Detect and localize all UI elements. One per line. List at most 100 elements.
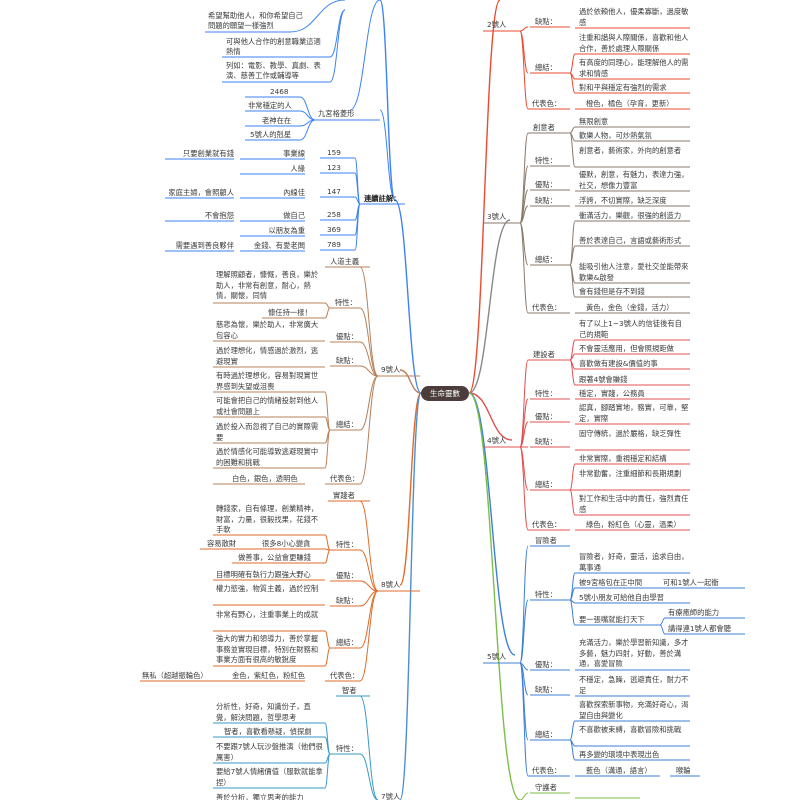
branch-node[interactable]: 做善事，公益會更賺錢 <box>238 553 311 562</box>
nine-label[interactable]: 9號人 <box>381 365 401 374</box>
branch-node[interactable]: 慈悲為懷，樂於助人，非常廣大包容心 <box>216 320 319 340</box>
branch-node[interactable]: 特性： <box>535 590 557 599</box>
branch-node[interactable]: 有時過於理想化，容易對現實世界感到失望或沮喪 <box>216 371 319 391</box>
branch-node[interactable]: 總結： <box>535 63 557 72</box>
branch-node[interactable]: 非常實際，重視穩定和結構 <box>579 454 667 463</box>
branch-node[interactable]: 優點： <box>535 660 557 669</box>
branch-node[interactable]: 熱情 <box>226 47 241 56</box>
branch-node[interactable]: 衝滿活力，樂觀，很強的創造力 <box>579 211 682 220</box>
branch-node[interactable]: 非常勤奮，注重細節和長期規劃 <box>579 469 682 478</box>
branch-node[interactable]: 不穩定，急躁，逃避責任，耐力不足 <box>579 675 689 695</box>
branch-node[interactable]: 智者 <box>342 686 357 695</box>
branch-node[interactable]: 有了以上1~3號人的信徒後有自己的規範 <box>579 319 682 339</box>
lianxu-note[interactable]: 需要遇到善良夥伴 <box>175 241 234 250</box>
lianxu-note[interactable]: 不會抱怨 <box>204 211 234 220</box>
lianxu-text[interactable]: 事業線 <box>283 149 305 158</box>
branch-node[interactable]: 創意者，藝術家，外向的創意者 <box>579 146 682 155</box>
branch-node[interactable]: 冒險者，好奇，靈活，追求自由，萬事通 <box>579 552 689 572</box>
branch-node[interactable]: 白色，銀色，透明色 <box>232 474 298 483</box>
branch-node[interactable]: 5號小朋友可給他自由學習 <box>579 593 664 602</box>
two-label[interactable]: 2號人 <box>487 20 507 29</box>
branch-node[interactable]: 無限創意 <box>579 117 609 126</box>
branch-node[interactable]: 守護者 <box>535 783 557 792</box>
branch-node[interactable]: 無私（超越振輪色） <box>142 671 208 680</box>
branch-node[interactable]: 優點： <box>535 412 557 421</box>
branch-node[interactable]: 對和平與穩定有強烈的需求 <box>579 83 667 92</box>
branch-node[interactable]: 有療癒師的能力 <box>668 608 720 617</box>
branch-node[interactable]: 缺點： <box>535 437 557 446</box>
branch-node[interactable]: 代表色： <box>330 671 360 680</box>
branch-node[interactable]: 總結： <box>535 730 557 739</box>
branch-node[interactable]: 演、慈善工作或輔導等 <box>226 71 299 80</box>
branch-node[interactable]: 喉輪 <box>676 766 691 775</box>
branch-node[interactable]: 黃色，金色（金錢，活力） <box>586 303 674 312</box>
branch-node[interactable]: 5號人的剋星 <box>250 130 292 139</box>
branch-node[interactable]: 不要跟7號人玩沙盤推演（他們很厲害） <box>216 742 323 762</box>
branch-node[interactable]: 缺點： <box>535 196 557 205</box>
branch-node[interactable]: 喜歡探索新事物，充滿好奇心，渴望自由與變化 <box>579 700 689 720</box>
branch-node[interactable]: 充滿活力，樂於學習新知識，多才多藝，魅力四射，好動，善於溝通，喜愛冒險 <box>579 638 689 668</box>
three-label[interactable]: 3號人 <box>487 212 507 221</box>
lianxu-number[interactable]: 147 <box>327 187 341 196</box>
lianxu-number[interactable]: 369 <box>327 225 341 234</box>
seven-label[interactable]: 7號人 <box>381 792 401 800</box>
lianxu-text[interactable]: 做自己 <box>283 211 305 220</box>
four-label[interactable]: 4號人 <box>487 436 507 445</box>
lianxu-text[interactable]: 以朋友為重 <box>268 226 305 235</box>
branch-node[interactable]: 善於分析，獨立思考的能力 <box>216 793 304 800</box>
branch-node[interactable]: 再多變的環境中表現出色 <box>579 750 660 759</box>
branch-node[interactable]: 過於依賴他人，優柔寡斷，過度敏感 <box>579 7 689 27</box>
branch-node[interactable]: 代表色： <box>532 766 562 775</box>
branch-node[interactable]: 缺點： <box>336 596 358 605</box>
branch-node[interactable]: 歡樂人物，可炒熱氣氛 <box>579 131 652 140</box>
branch-node[interactable]: 總結： <box>535 255 557 264</box>
branch-node[interactable]: 金色，紫紅色，粉紅色 <box>232 671 305 680</box>
lianxu-text[interactable]: 金錢、有愛老闆 <box>253 241 305 250</box>
branch-node[interactable]: 有高度的同理心，能理解他人的需求和情感 <box>579 58 689 78</box>
lianxu-label[interactable]: 連續註解： <box>364 194 401 203</box>
center-node[interactable]: 生命靈數 <box>421 386 469 401</box>
branch-node[interactable]: 很多8小心變貪 <box>262 539 311 548</box>
branch-node[interactable]: 固守傳統，過於嚴格，缺乏彈性 <box>579 429 682 438</box>
branch-node[interactable]: 藍色（溝通，語言） <box>586 766 652 775</box>
branch-node[interactable]: 代表色： <box>330 474 360 483</box>
branch-node[interactable]: 被9宮格包在正中間 <box>579 578 643 587</box>
branch-node[interactable]: 穩定，實踐，公務員 <box>579 389 645 398</box>
branch-node[interactable]: 總結： <box>535 480 557 489</box>
branch-node[interactable]: 喜歡做有建設&價值的事 <box>579 359 658 368</box>
branch-node[interactable]: 認真，腳踏實地，務實，可靠，堅定，實際 <box>579 403 689 423</box>
branch-node[interactable]: 橙色，橘色（孕育，更新） <box>586 99 674 108</box>
branch-node[interactable]: 目標明確有執行力跟強大野心 <box>216 570 311 579</box>
branch-node[interactable]: 優點： <box>535 180 557 189</box>
branch-node[interactable]: 列如：電影、教學、真劇、表 <box>226 61 321 70</box>
branch-node[interactable]: 非常穩定的人 <box>248 101 292 110</box>
branch-node[interactable]: 優默，創意，有魅力，表達力強，社交，想像力豐富 <box>579 170 689 190</box>
branch-node[interactable]: 特性： <box>535 389 557 398</box>
branch-node[interactable]: 非常有野心，注重事業上的成就 <box>216 610 319 619</box>
branch-node[interactable]: 代表色： <box>532 520 562 529</box>
branch-node[interactable]: 總結： <box>336 420 358 429</box>
branch-node[interactable]: 優點： <box>336 571 358 580</box>
branch-node[interactable]: 代表色： <box>532 303 562 312</box>
lianxu-number[interactable]: 159 <box>327 148 341 157</box>
branch-node[interactable]: 浮誇，不切實際，缺乏深度 <box>579 196 667 205</box>
branch-node[interactable]: 希望幫助他人，和你希望自己 <box>208 11 303 20</box>
branch-node[interactable]: 缺點： <box>336 356 358 365</box>
branch-node[interactable]: 不會靈活應用，但會照規距做 <box>579 344 674 353</box>
five-label[interactable]: 5號人 <box>487 652 507 661</box>
branch-node[interactable]: 冒險者 <box>535 536 557 545</box>
branch-node[interactable]: 能吸引他人注意，愛社交並能帶來歡樂&啟發 <box>579 262 689 282</box>
branch-node[interactable]: 可和1號人一起衝 <box>663 578 719 587</box>
lianxu-note[interactable]: 家庭主婦，會照顧人 <box>168 188 234 197</box>
branch-node[interactable]: 特性： <box>535 156 557 165</box>
branch-node[interactable]: 會有錢但是存不到錢 <box>579 287 645 296</box>
lianxu-text[interactable]: 人緣 <box>290 164 305 173</box>
branch-node[interactable]: 特性： <box>336 744 358 753</box>
branch-node[interactable]: 人道主義 <box>330 257 360 266</box>
branch-node[interactable]: 善於表達自己，言語或藝術形式 <box>579 236 682 245</box>
branch-node[interactable]: 綠色，粉紅色（心靈，溫柔） <box>586 520 681 529</box>
branch-node[interactable]: 容易散財 <box>207 539 237 548</box>
branch-node[interactable]: 慷任持一樣！ <box>268 308 312 317</box>
branch-node[interactable]: 分析性，好奇，知識份子，直覺，解決問題，哲學思考 <box>216 702 311 722</box>
branch-node[interactable]: 2468 <box>270 87 289 96</box>
